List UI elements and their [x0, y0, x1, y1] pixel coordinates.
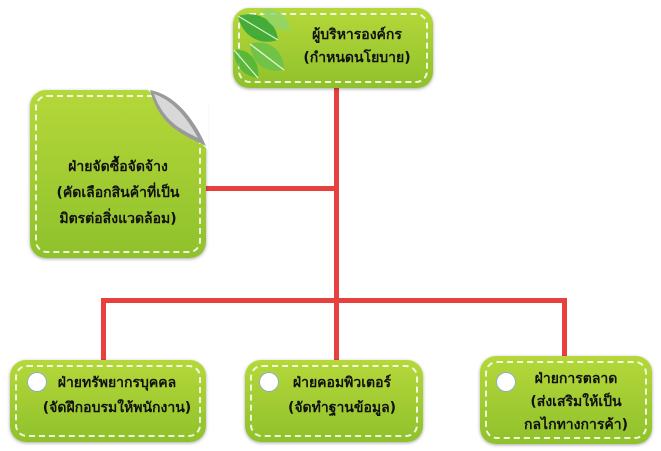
bullet-circle-icon: [496, 372, 516, 392]
marketing-title: ฝ่ายการตลาด: [534, 371, 618, 387]
box-marketing: [480, 356, 652, 444]
connector-to-left: [200, 186, 339, 191]
hr-detail: (จัดฝึกอบรมให้พนักงาน): [42, 400, 192, 416]
procurement-title: ฝ่ายจัดซื้อจัดจ้าง: [68, 159, 168, 175]
connector-vertical-main: [334, 85, 339, 303]
procurement-detail-2: มิตรต่อสิ่งแวดล้อม): [59, 211, 177, 227]
executive-subtitle: (กำหนดนโยบาย): [303, 50, 411, 66]
bullet-circle-icon: [259, 372, 279, 392]
connector-drop-right: [562, 298, 567, 363]
connector-drop-left: [101, 298, 106, 363]
page-curl-icon: [146, 88, 208, 150]
computer-title: ฝ่ายคอมพิวเตอร์: [292, 375, 392, 391]
leaf-icon: [233, 9, 290, 79]
hr-title: ฝ่ายทรัพยากรบุคคล: [57, 375, 177, 391]
executive-title: ผู้บริหารองค์กร: [312, 27, 402, 43]
computer-detail: (จัดทำฐานข้อมูล): [287, 400, 397, 416]
connector-drop-middle: [334, 298, 339, 363]
marketing-detail-1: (ส่งเสริมให้เป็น: [530, 394, 622, 410]
procurement-detail-1: (คัดเลือกสินค้าที่เป็น: [56, 185, 180, 201]
marketing-detail-2: กลไกทางการค้า): [524, 417, 628, 433]
bullet-circle-icon: [27, 372, 47, 392]
